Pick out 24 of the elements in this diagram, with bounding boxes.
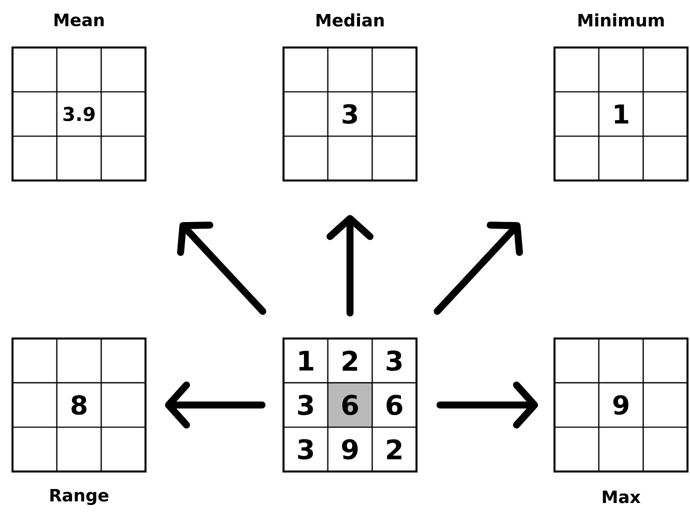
cell-number: 3	[298, 394, 313, 416]
cell-number: 6	[342, 394, 358, 416]
grid-title: Median	[316, 13, 384, 27]
cell-number: 2	[387, 439, 402, 460]
grid-title: Range	[50, 488, 108, 506]
cell-number: 1	[299, 350, 314, 371]
cell-number: 9	[342, 439, 358, 460]
cell-value: 3.9	[63, 106, 95, 122]
cell-value: 9	[613, 395, 628, 415]
arrow	[436, 381, 538, 428]
arrow	[434, 222, 523, 315]
cell-number: 3	[386, 350, 402, 371]
grid-title: Max	[602, 490, 640, 504]
grid-title: Mean	[54, 14, 104, 26]
arrow	[165, 381, 266, 428]
cell-number: 2	[342, 350, 358, 371]
cell-value: 1	[614, 104, 628, 124]
grid-title: Minimum	[578, 13, 664, 27]
cell-number: 3	[298, 439, 313, 460]
cell-number: 6	[386, 394, 402, 416]
arrow	[177, 222, 266, 315]
arrow	[326, 214, 374, 316]
cell-value: 8	[72, 395, 86, 415]
cell-value: 3	[342, 104, 357, 124]
